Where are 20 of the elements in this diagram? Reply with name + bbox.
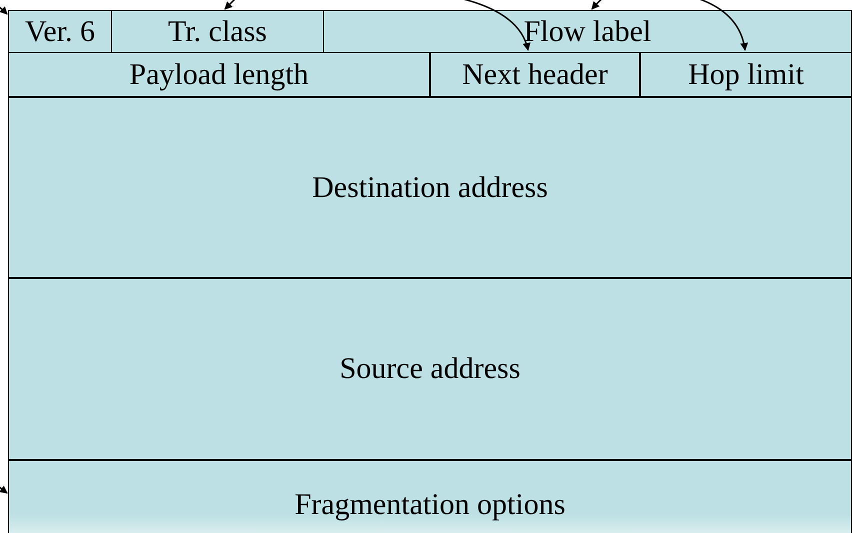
field-label: Source address <box>340 352 520 386</box>
header-field <box>111 10 324 53</box>
header-field <box>640 52 852 97</box>
header-field <box>430 52 640 97</box>
field-label: Tr. class <box>168 14 267 48</box>
field-label: Hop limit <box>688 58 804 92</box>
field-label: Payload length <box>129 58 309 92</box>
header-field <box>8 97 852 278</box>
field-label: Ver. 6 <box>25 14 95 48</box>
header-field <box>8 52 430 97</box>
arrow <box>0 5 8 15</box>
field-label: Fragmentation options <box>294 488 566 522</box>
field-label: Next header <box>462 58 608 92</box>
header-field <box>323 10 852 53</box>
field-label: Flow label <box>524 14 652 48</box>
arrow <box>0 485 8 494</box>
field-label: Destination address <box>312 170 548 204</box>
header-field <box>8 278 852 460</box>
header-field <box>8 460 852 533</box>
header-field <box>8 10 112 53</box>
